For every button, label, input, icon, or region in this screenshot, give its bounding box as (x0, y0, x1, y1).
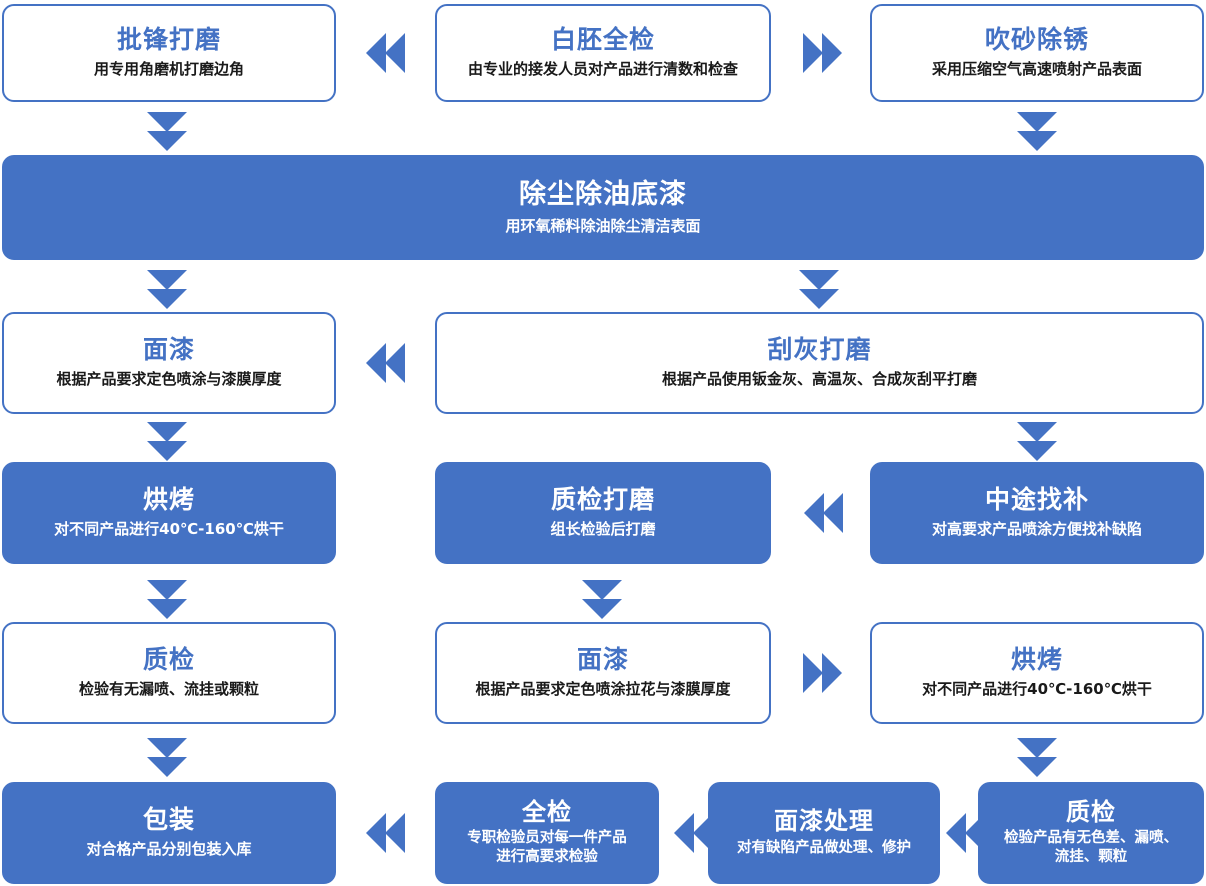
node-subtitle: 采用压缩空气高速喷射产品表面 (931, 60, 1142, 79)
flow-node-hongkao-2[interactable]: 烘烤 对不同产品进行40℃-160℃烘干 (870, 622, 1204, 724)
double-chevron-right-icon (800, 32, 846, 74)
flow-node-quanjian[interactable]: 全检 专职检验员对每一件产品 进行高要求检验 (435, 782, 659, 884)
node-title: 包装 (142, 805, 195, 835)
flow-node-hongkao-1[interactable]: 烘烤 对不同产品进行40℃-160℃烘干 (2, 462, 336, 564)
node-subtitle: 根据产品要求定色喷涂拉花与漆膜厚度 (475, 680, 731, 699)
node-subtitle: 对高要求产品喷涂方便找补缺陷 (931, 520, 1142, 539)
node-title: 白胚全检 (550, 25, 655, 55)
flow-node-zhijian-1[interactable]: 质检 检验有无漏喷、流挂或颗粒 (2, 622, 336, 724)
double-chevron-left-icon (362, 32, 408, 74)
double-chevron-left-icon (800, 492, 846, 534)
node-title: 质检 (142, 645, 195, 675)
double-chevron-down-icon (1016, 420, 1058, 464)
double-chevron-down-icon (1016, 736, 1058, 780)
node-subtitle: 对不同产品进行40℃-160℃烘干 (54, 520, 284, 539)
node-subtitle: 专职检验员对每一件产品 进行高要求检验 (467, 830, 627, 866)
node-subtitle: 对合格产品分别包装入库 (86, 840, 252, 859)
double-chevron-left-icon (362, 812, 408, 854)
node-subtitle: 组长检验后打磨 (550, 520, 656, 539)
node-subtitle: 对有缺陷产品做处理、修护 (737, 839, 911, 856)
flow-node-guahui-damo[interactable]: 刮灰打磨 根据产品使用钣金灰、高温灰、合成灰刮平打磨 (435, 312, 1204, 414)
double-chevron-down-icon (581, 578, 623, 622)
node-title: 吹砂除锈 (984, 25, 1089, 55)
flow-node-mianqi-2[interactable]: 面漆 根据产品要求定色喷涂拉花与漆膜厚度 (435, 622, 771, 724)
flow-node-baozhuang[interactable]: 包装 对合格产品分别包装入库 (2, 782, 336, 884)
flow-node-pifeng-damo[interactable]: 批锋打磨 用专用角磨机打磨边角 (2, 4, 336, 102)
flow-node-chuisha-chuxiu[interactable]: 吹砂除锈 采用压缩空气高速喷射产品表面 (870, 4, 1204, 102)
double-chevron-down-icon (1016, 110, 1058, 154)
double-chevron-left-icon (362, 342, 408, 384)
flow-node-zhijian-damo[interactable]: 质检打磨 组长检验后打磨 (435, 462, 771, 564)
node-subtitle: 检验产品有无色差、漏喷、 流挂、颗粒 (1004, 830, 1178, 866)
node-title: 面漆 (142, 335, 195, 365)
flow-node-mianqi-chuli[interactable]: 面漆处理 对有缺陷产品做处理、修护 (708, 782, 940, 884)
double-chevron-right-icon (800, 652, 846, 694)
node-title: 质检打磨 (550, 485, 655, 515)
flow-node-baipei-quanjian[interactable]: 白胚全检 由专业的接发人员对产品进行清数和检查 (435, 4, 771, 102)
node-subtitle: 由专业的接发人员对产品进行清数和检查 (467, 60, 738, 79)
double-chevron-down-icon (798, 268, 840, 312)
flow-node-zhijian-2[interactable]: 质检 检验产品有无色差、漏喷、 流挂、颗粒 (978, 782, 1204, 884)
node-title: 批锋打磨 (116, 25, 221, 55)
flow-node-chuchen-chuyou-diqi[interactable]: 除尘除油底漆 用环氧稀料除油除尘清洁表面 (2, 155, 1204, 260)
node-title: 除尘除油底漆 (519, 178, 687, 210)
node-title: 全检 (522, 797, 572, 826)
double-chevron-down-icon (146, 420, 188, 464)
double-chevron-down-icon (146, 110, 188, 154)
node-title: 刮灰打磨 (767, 335, 872, 365)
double-chevron-down-icon (146, 736, 188, 780)
node-subtitle: 对不同产品进行40℃-160℃烘干 (922, 680, 1152, 699)
node-subtitle: 检验有无漏喷、流挂或颗粒 (78, 680, 259, 699)
node-subtitle: 用专用角磨机打磨边角 (93, 60, 244, 79)
double-chevron-down-icon (146, 268, 188, 312)
node-title: 面漆 (576, 645, 629, 675)
flow-node-mianqi-1[interactable]: 面漆 根据产品要求定色喷涂与漆膜厚度 (2, 312, 336, 414)
node-subtitle: 根据产品要求定色喷涂与漆膜厚度 (56, 370, 282, 389)
node-title: 质检 (1066, 797, 1116, 826)
node-subtitle: 根据产品使用钣金灰、高温灰、合成灰刮平打磨 (661, 370, 977, 389)
flow-node-zhongtu-zhaobu[interactable]: 中途找补 对高要求产品喷涂方便找补缺陷 (870, 462, 1204, 564)
node-title: 面漆处理 (774, 807, 874, 836)
node-title: 烘烤 (1010, 645, 1063, 675)
node-title: 烘烤 (142, 485, 195, 515)
double-chevron-down-icon (146, 578, 188, 622)
node-subtitle: 用环氧稀料除油除尘清洁表面 (505, 216, 701, 235)
node-title: 中途找补 (984, 485, 1089, 515)
